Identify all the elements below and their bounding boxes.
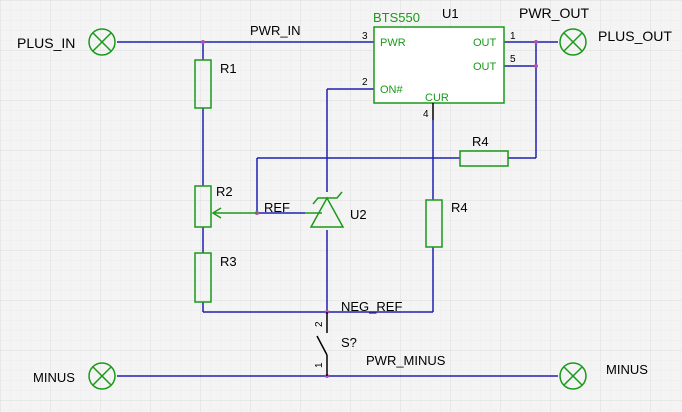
u2-label: U2	[350, 207, 367, 222]
minus-right-label: MINUS	[606, 362, 648, 377]
switch-s[interactable]	[316, 312, 328, 376]
junction-out2	[534, 64, 538, 68]
u1-pin-1-number: 1	[510, 31, 516, 42]
resistor-r3[interactable]	[194, 252, 212, 303]
plus-out-label: PLUS_OUT	[598, 28, 672, 44]
minus-left-label: MINUS	[33, 370, 75, 385]
switch-pin-1-number: 1	[314, 362, 325, 368]
u1-pin-2-number: 2	[362, 77, 368, 88]
r3-label: R3	[220, 254, 237, 269]
resistor-r1[interactable]	[194, 59, 212, 109]
junction-pwr-out	[534, 40, 538, 44]
r4-horizontal-label: R4	[472, 134, 489, 149]
net-label-pwr-in: PWR_IN	[250, 23, 301, 38]
u1-ref: U1	[442, 6, 459, 21]
net-label-neg-ref: NEG_REF	[341, 299, 402, 314]
net-label-ref: REF	[264, 200, 290, 215]
u1-pin-pwr-label: PWR	[380, 37, 406, 49]
u1-pin-3-number: 3	[362, 31, 368, 42]
u1-pin-on-label: ON#	[380, 84, 404, 96]
r4-vertical-label: R4	[451, 200, 468, 215]
net-label-pwr-minus: PWR_MINUS	[366, 353, 446, 368]
r1-label: R1	[220, 61, 237, 76]
connector-plus-in[interactable]	[88, 28, 116, 56]
connector-minus-right[interactable]	[559, 362, 587, 390]
u1-pin-4-number: 4	[423, 109, 429, 120]
junction-pwr-in	[201, 40, 205, 44]
connector-plus-out[interactable]	[559, 28, 587, 56]
switch-label: S?	[341, 335, 357, 350]
resistor-r4-vertical[interactable]	[425, 199, 443, 248]
u1-chip[interactable]	[373, 26, 505, 120]
net-label-pwr-out: PWR_OUT	[519, 5, 589, 21]
junctions	[201, 40, 538, 378]
u1-pin-out1-label: OUT	[473, 37, 497, 49]
r2-label: R2	[216, 184, 233, 199]
shunt-regulator-u2[interactable]	[305, 191, 345, 228]
u1-pin-cur-label: CUR	[425, 92, 449, 104]
wires	[117, 41, 558, 377]
plus-in-label: PLUS_IN	[17, 35, 75, 51]
potentiometer-r2[interactable]	[194, 185, 257, 228]
u1-pin-5-number: 5	[510, 54, 516, 65]
resistor-r4-horizontal[interactable]	[459, 150, 509, 167]
u1-value: BTS550	[373, 10, 420, 25]
u1-pin-out2-label: OUT	[473, 61, 497, 73]
u1-body	[373, 26, 505, 104]
switch-pin-2-number: 2	[314, 321, 325, 327]
connector-minus-left[interactable]	[88, 362, 116, 390]
